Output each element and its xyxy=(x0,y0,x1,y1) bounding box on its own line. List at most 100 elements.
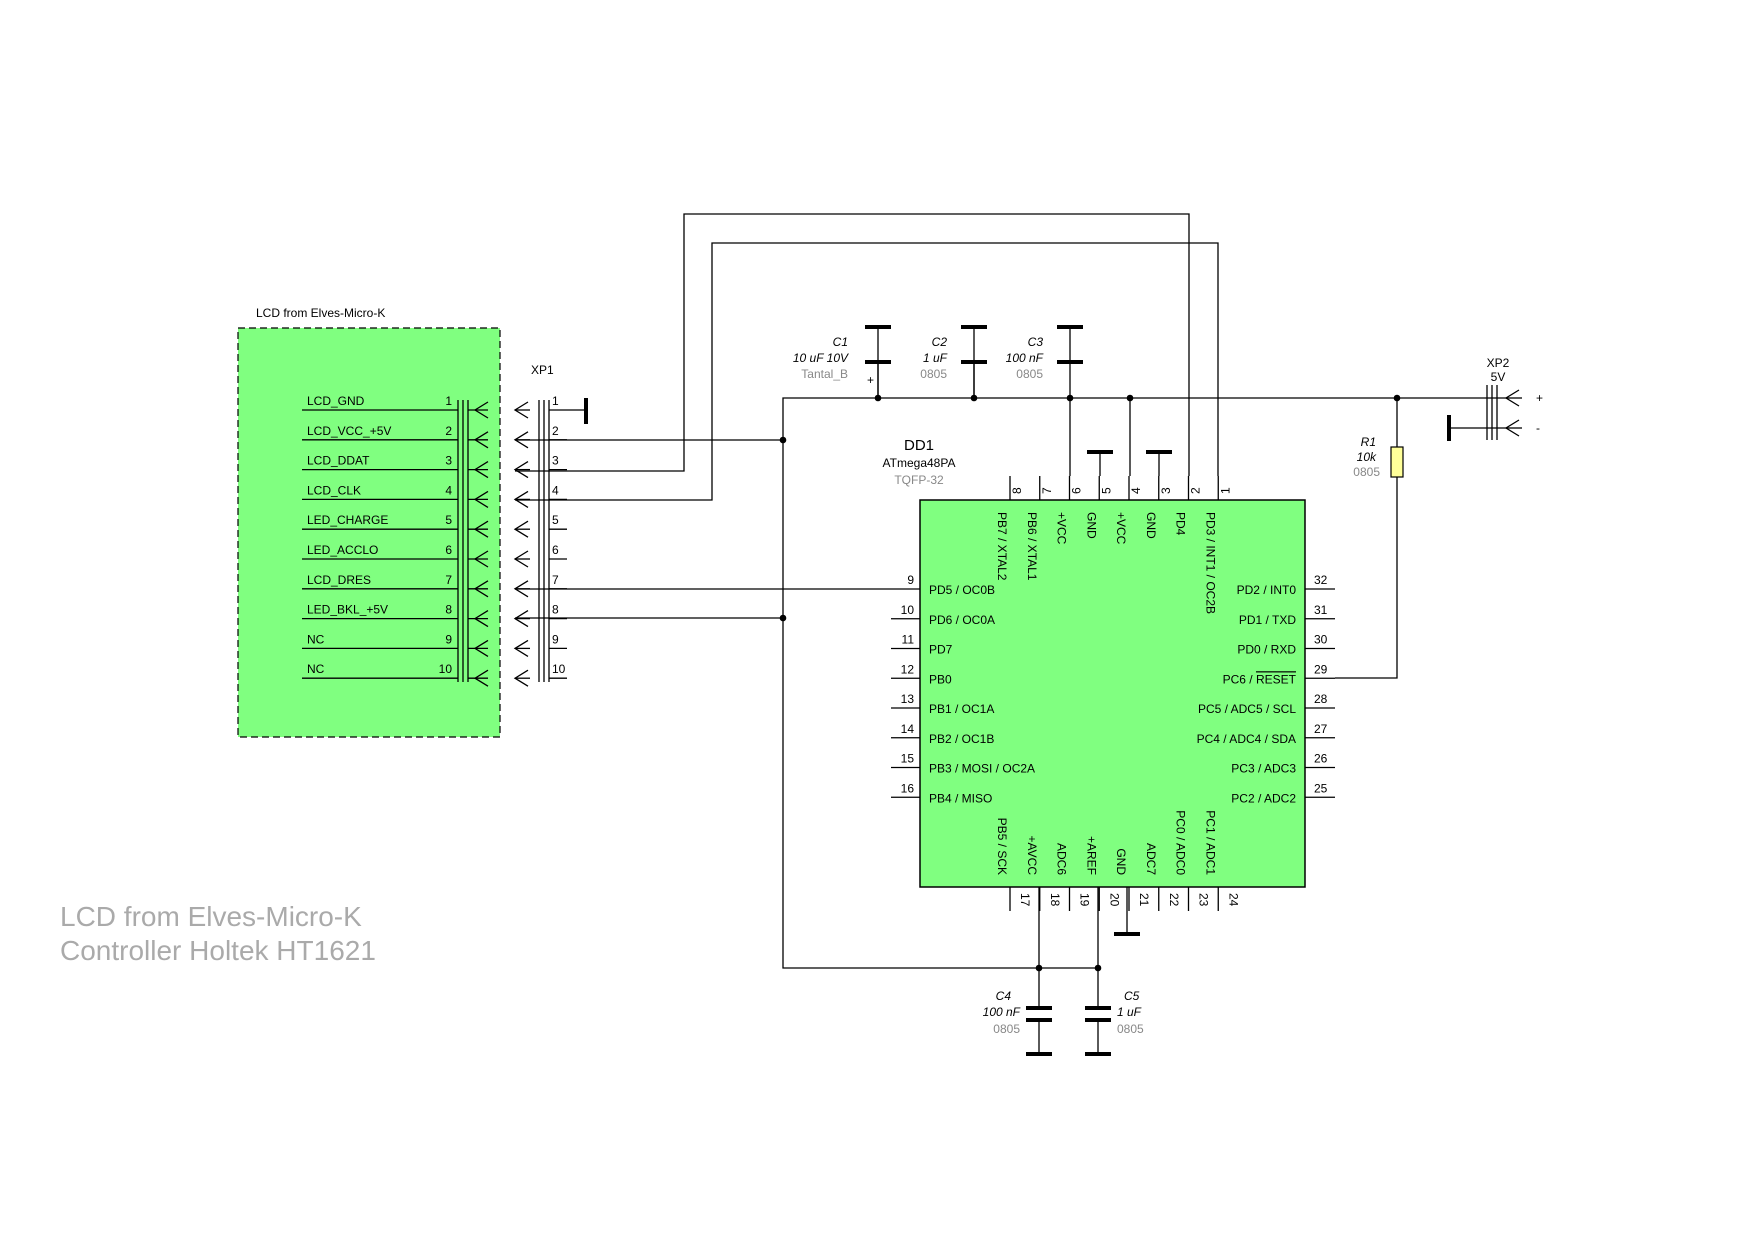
lcd-pin-number: 2 xyxy=(445,424,452,438)
vcc-rail-wire xyxy=(782,397,1506,969)
wire-xp1-4-pd3 xyxy=(515,242,1219,501)
capacitor-c3: C3 100 nF 0805 xyxy=(1006,325,1083,381)
lcd-pin-name: NC xyxy=(307,662,325,676)
xp1-pin-number: 7 xyxy=(552,573,559,587)
chip-pin-number: 2 xyxy=(1189,487,1203,494)
lcd-pin-name: LCD_DRES xyxy=(307,573,371,587)
chip-pin-name: PC5 / ADC5 / SCL xyxy=(1198,702,1296,716)
lcd-pin-number: 10 xyxy=(439,662,453,676)
chip-pin-number: 17 xyxy=(1018,893,1032,907)
junctions xyxy=(779,394,1401,972)
chip-pin-name: PC3 / ADC3 xyxy=(1231,762,1296,776)
chip-pin-name: PC6 / RESET xyxy=(1223,672,1297,686)
r1-package: 0805 xyxy=(1353,465,1380,479)
chip-ref: DD1 xyxy=(904,437,934,454)
xp1-pin-number: 1 xyxy=(552,394,559,408)
chip-pin-name: PC2 / ADC2 xyxy=(1231,791,1296,805)
chip-pin-number: 5 xyxy=(1099,487,1113,494)
c3-package: 0805 xyxy=(1016,367,1043,381)
chip-pin-number: 7 xyxy=(1040,487,1054,494)
chip-pin-name: PB1 / OC1A xyxy=(929,702,994,716)
c2-value: 1 uF xyxy=(923,351,948,365)
chip-pin-number: 23 xyxy=(1197,893,1211,907)
chip-pin-number: 25 xyxy=(1314,781,1328,795)
resistor-r1: R1 10k 0805 xyxy=(1353,435,1404,479)
capacitor-c2: C2 1 uF 0805 xyxy=(920,325,987,398)
capacitor-c4: C4 100 nF 0805 xyxy=(983,989,1052,1056)
chip-pin-name: PD2 / INT0 xyxy=(1237,583,1297,597)
chip-pin-number: 8 xyxy=(1010,487,1024,494)
chip-pin-name: PB2 / OC1B xyxy=(929,732,994,746)
xp2-value: 5V xyxy=(1491,370,1506,384)
chip-pin-name: PC1 / ADC1 xyxy=(1203,810,1217,875)
chip-pin-name: PB4 / MISO xyxy=(929,791,992,805)
junction-dot xyxy=(1094,964,1102,972)
lcd-module-box xyxy=(237,327,501,738)
chip-pin-number: 13 xyxy=(901,692,915,706)
xp1-ref: XP1 xyxy=(531,363,554,377)
lcd-pin-name: LCD_VCC_+5V xyxy=(307,424,391,438)
chip-pin-number: 22 xyxy=(1167,893,1181,907)
chip-pin-number: 26 xyxy=(1314,752,1328,766)
capacitor-c5: C5 1 uF 0805 xyxy=(1085,989,1144,1056)
chip-body xyxy=(919,499,1306,888)
note-line-1: LCD from Elves-Micro-K xyxy=(60,901,362,932)
chip-pin-number: 10 xyxy=(901,603,915,617)
chip-pin-number: 24 xyxy=(1226,893,1240,907)
chip-pin-name: ADC6 xyxy=(1055,843,1069,875)
lcd-pin-number: 8 xyxy=(445,603,452,617)
junction-dot xyxy=(779,614,787,622)
xp2-ref: XP2 xyxy=(1487,356,1510,370)
chip-pin-name: PD7 xyxy=(929,643,953,657)
lcd-pin-number: 5 xyxy=(445,513,452,527)
chip-pin-name: PD4 xyxy=(1174,512,1188,536)
lcd-pin-name: LED_ACCLO xyxy=(307,543,378,557)
chip-pin-name: PB7 / XTAL2 xyxy=(995,512,1009,581)
lcd-module-title: LCD from Elves-Micro-K xyxy=(256,306,385,320)
chip-pin-name: PB0 xyxy=(929,672,952,686)
capacitor-c1: C1 10 uF 10V Tantal_B + xyxy=(793,325,891,398)
c5-value: 1 uF xyxy=(1117,1005,1142,1019)
c3-value: 100 nF xyxy=(1006,351,1044,365)
chip-pin-name: PD3 / INT1 / OC2B xyxy=(1203,512,1217,614)
lcd-pin-name: LCD_CLK xyxy=(307,483,361,497)
chip-pin-number: 27 xyxy=(1314,722,1328,736)
xp1-pin-number: 2 xyxy=(552,424,559,438)
reset-overline-label: RESET xyxy=(1256,672,1297,686)
c1-ref: C1 xyxy=(833,335,848,349)
note-line-2: Controller Holtek HT1621 xyxy=(60,935,376,966)
c2-package: 0805 xyxy=(920,367,947,381)
chip-pin-number: 15 xyxy=(901,752,915,766)
c1-package: Tantal_B xyxy=(801,367,848,381)
chip-pin-number: 11 xyxy=(902,633,915,647)
chip-pin-name: GND xyxy=(1084,512,1098,539)
chip-pin-number: 16 xyxy=(901,781,915,795)
xp1-pin-number: 9 xyxy=(552,632,559,646)
chip-pin-name: PB3 / MOSI / OC2A xyxy=(929,762,1035,776)
lcd-pin-number: 9 xyxy=(445,632,452,646)
junction-dot xyxy=(1066,394,1074,402)
chip-pin-number: 4 xyxy=(1129,487,1143,494)
chip-pin-name: PD5 / OC0B xyxy=(929,583,995,597)
chip-pin-name: +VCC xyxy=(1114,512,1128,545)
chip-pin-number: 14 xyxy=(901,722,915,736)
chip-pin-number: 29 xyxy=(1314,662,1328,676)
xp1-pin-number: 10 xyxy=(552,662,566,676)
lcd-pin-name: NC xyxy=(307,632,325,646)
junction-dot xyxy=(1035,964,1043,972)
chip-pin-name: +VCC xyxy=(1055,512,1069,545)
c2-ref: C2 xyxy=(932,335,948,349)
lcd-pin-number: 7 xyxy=(445,573,452,587)
lcd-pin-name: LED_BKL_+5V xyxy=(307,603,388,617)
chip-pin-number: 20 xyxy=(1107,893,1121,907)
chip-pin-number: 1 xyxy=(1218,487,1232,494)
chip-pin-name: PD6 / OC0A xyxy=(929,613,995,627)
chip-pin-number: 9 xyxy=(907,573,914,587)
r1-body xyxy=(1390,446,1404,478)
lcd-pin-number: 6 xyxy=(445,543,452,557)
chip-pin-name: ADC7 xyxy=(1144,843,1158,875)
chip-pin-number: 6 xyxy=(1070,487,1084,494)
